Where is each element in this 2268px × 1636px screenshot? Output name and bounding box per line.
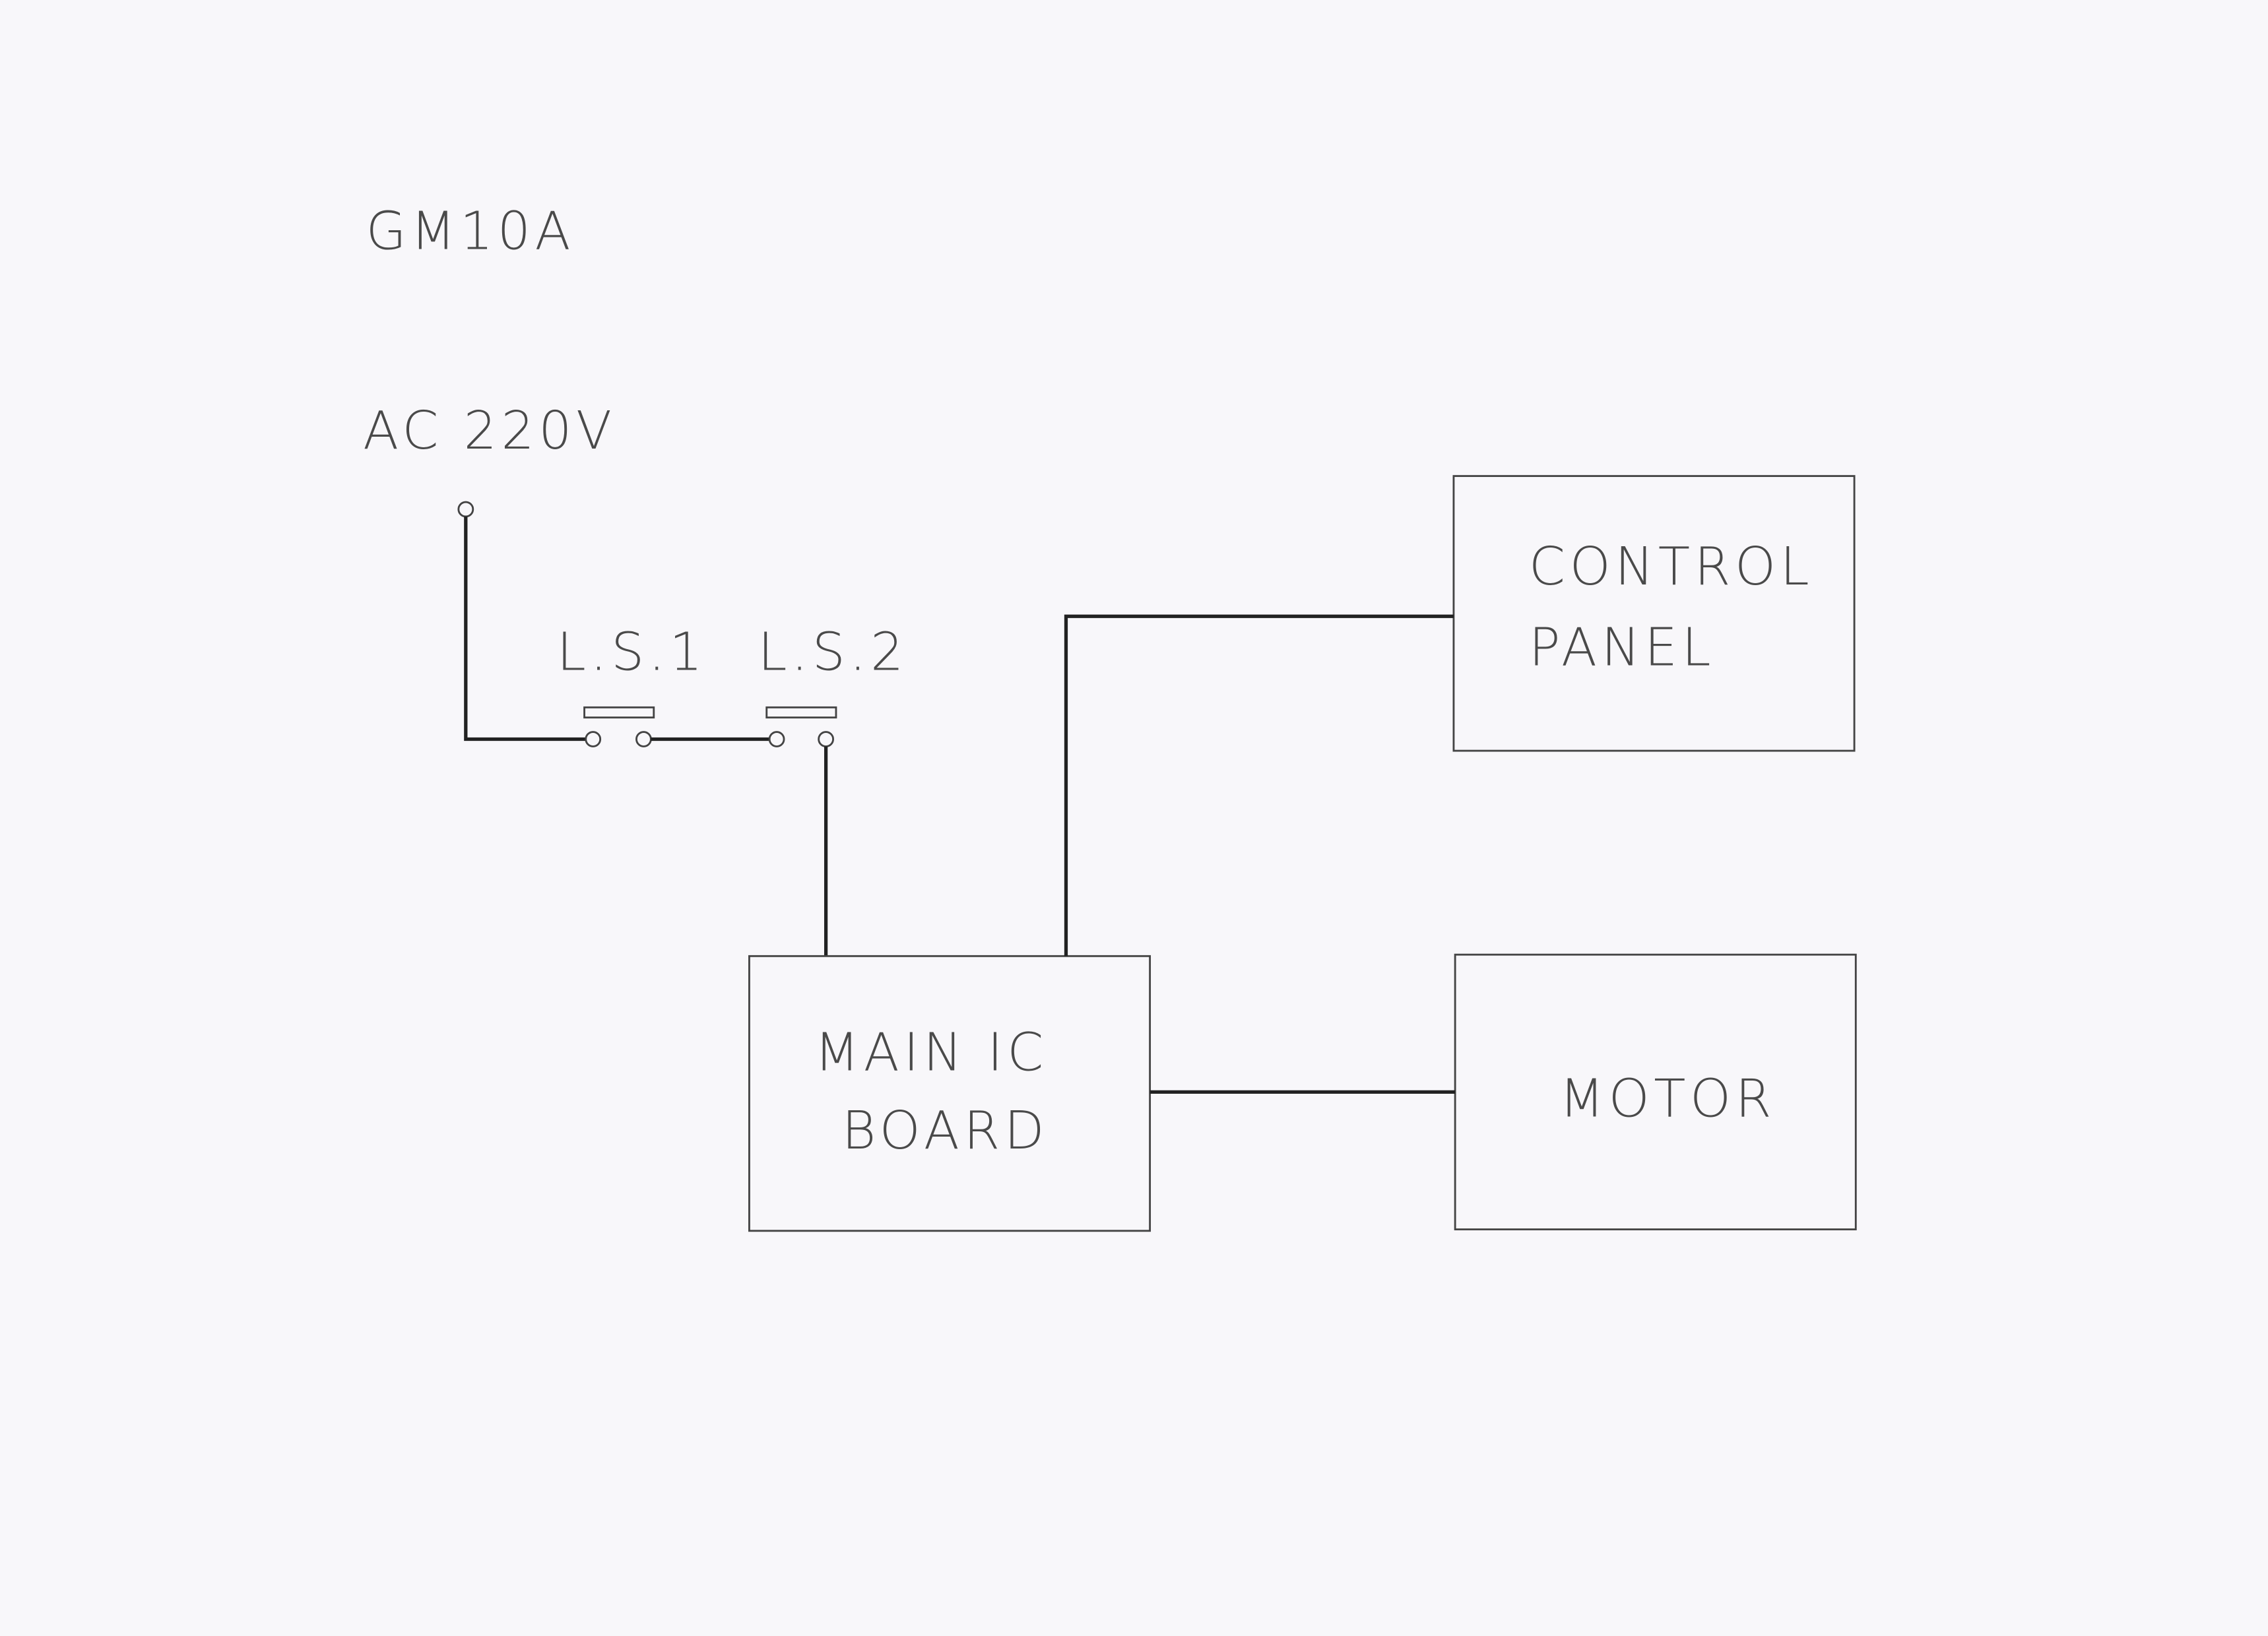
power-label: AC 220V [363, 400, 616, 461]
control-panel-block [1452, 475, 1856, 752]
control-panel-label-1: CONTROL [1529, 536, 1813, 597]
wire-board-to-control-panel [1064, 614, 1454, 957]
ls2-contact-b [818, 731, 834, 747]
control-panel-label-2: PANEL [1529, 617, 1715, 678]
ls1-actuator [583, 706, 655, 719]
motor-label: MOTOR [1559, 1069, 1776, 1129]
ls2-label: L.S.2 [758, 621, 908, 682]
main-board-label-1: MAIN IC [814, 1022, 1048, 1083]
ls1-label: L.S.1 [557, 621, 707, 682]
wire-power-to-ls1 [464, 516, 586, 741]
ls1-contact-b [635, 731, 652, 747]
main-board-block [748, 955, 1151, 1232]
diagram-title: GM10A [366, 201, 575, 261]
ls1-contact-a [585, 731, 602, 747]
main-board-label-2: BOARD [842, 1100, 1049, 1161]
ls2-actuator [765, 706, 837, 719]
ls2-contact-a [768, 731, 785, 747]
power-terminal [457, 501, 474, 518]
